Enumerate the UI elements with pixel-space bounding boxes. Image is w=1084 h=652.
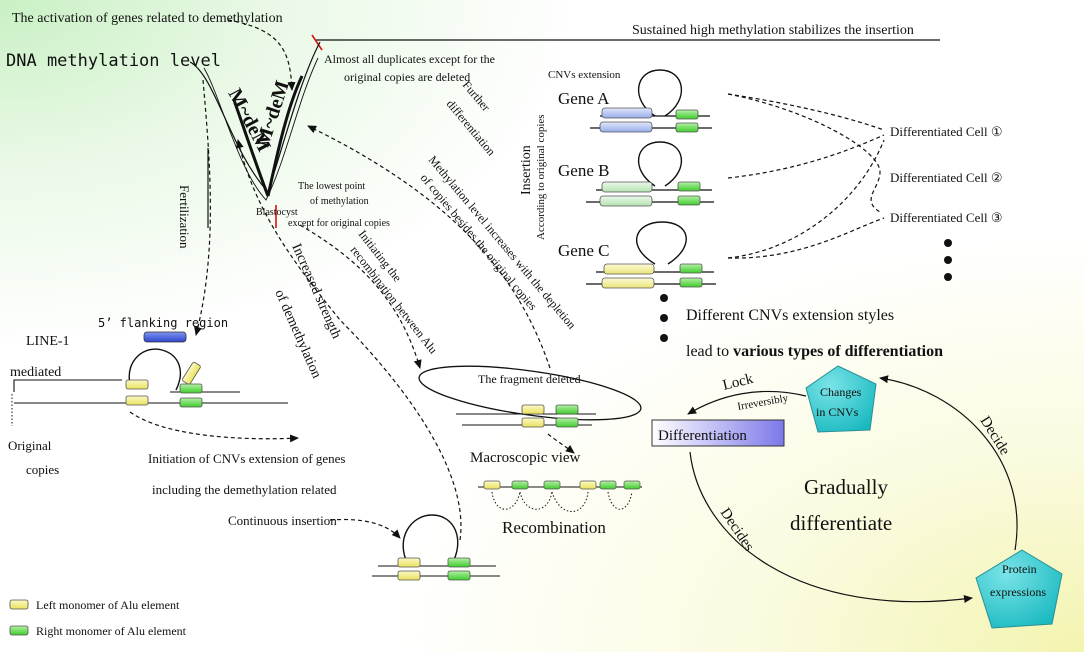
decides-arrow <box>689 451 973 603</box>
gene-b-label: Gene B <box>558 161 609 180</box>
gene-c-to-cell1 <box>727 139 885 259</box>
fragment-deleted-construct <box>418 365 642 428</box>
alu-right-block <box>179 397 203 408</box>
lock-arrow <box>687 390 807 415</box>
changes-in-cnvs-pentagon <box>805 365 877 433</box>
ellipsis-dot <box>660 294 668 302</box>
lowest-point-text-1: The lowest point <box>298 181 365 192</box>
gene-a-to-cell3 <box>727 93 881 213</box>
protein-label-1: Protein <box>1002 562 1037 576</box>
alu-left-block <box>125 395 149 406</box>
gene-b-to-cell1 <box>727 134 885 179</box>
increased-strength-arrow <box>235 139 462 541</box>
original-label: Original <box>8 438 52 453</box>
alu-left-block <box>125 379 149 390</box>
continuous-insertion-text: Continuous insertion <box>228 513 337 528</box>
decide-label: Decide <box>977 414 1013 459</box>
alu-right-block <box>179 383 203 394</box>
alu-left-block-tilted <box>182 361 201 385</box>
lead-to-text: lead to various types of differentiation <box>686 343 943 360</box>
macroscopic-view-label: Macroscopic view <box>470 450 581 466</box>
methylation-inner-curve <box>203 57 319 201</box>
gene-a-to-cell1 <box>727 93 885 131</box>
initiating-recombination-arrow <box>299 224 422 369</box>
changes-label-1: Changes <box>820 385 862 399</box>
gene-a-group: Gene A <box>558 69 712 133</box>
methylation-bold-right <box>266 75 304 197</box>
activation-arrow <box>227 19 296 91</box>
lowest-point-text-3: except for original copies <box>288 218 390 229</box>
line1-top-strand <box>13 379 122 392</box>
legend-left-text: Left monomer of Alu element <box>36 598 180 612</box>
gene-b-group: Gene B <box>558 141 714 207</box>
differentiated-cell-3: Differentiated Cell ③ <box>890 210 1003 225</box>
methylation-bold-left <box>232 99 270 197</box>
lock-label: Lock <box>721 371 755 394</box>
continuous-insertion-arrow <box>329 518 401 539</box>
protein-expressions-pentagon <box>975 549 1063 629</box>
lowest-point-text-2: of methylation <box>310 196 369 207</box>
differentiate-label: differentiate <box>790 511 892 535</box>
changes-label-2: in CNVs <box>816 405 859 419</box>
line1-label: LINE-1 <box>26 334 70 349</box>
irreversibly-label: Irreversibly <box>736 392 789 413</box>
almost-all-text-1: Almost all duplicates except for the <box>324 52 495 66</box>
different-styles-text: Different CNVs extension styles <box>686 307 894 324</box>
differentiated-cell-2: Differentiated Cell ② <box>890 170 1003 185</box>
methylation-increase-arrow <box>307 125 551 369</box>
differentiation-box-label: Differentiation <box>658 428 747 444</box>
recombination-label: Recombination <box>502 518 606 537</box>
ellipsis-dot <box>944 273 952 281</box>
legend-left-swatch <box>9 599 29 610</box>
initiation-arrow <box>129 411 299 443</box>
according-label: According to original copies <box>535 114 547 240</box>
legend-right-swatch <box>9 625 29 636</box>
ellipsis-dot <box>660 314 668 322</box>
fertilization-label: Fertilization <box>177 185 192 249</box>
blastocyst-label: Blastocyst <box>256 207 298 218</box>
macroscopic-arrow <box>547 433 575 454</box>
differentiation-box <box>651 419 785 447</box>
methylation-increase-text-1: Methylation level increases with the dep… <box>426 153 579 332</box>
red-mark-top <box>311 34 323 51</box>
initiating-text-2: recombination between Alu <box>348 243 441 356</box>
protein-label-2: expressions <box>990 585 1046 599</box>
initiation-text-1: Initiation of CNVs extension of genes <box>148 451 346 466</box>
decides-label: Decides <box>717 505 757 554</box>
copies-label: copies <box>26 462 59 477</box>
activation-text: The activation of genes related to demet… <box>12 11 283 26</box>
gradually-label: Gradually <box>804 475 888 499</box>
legend-right-text: Right monomer of Alu element <box>36 624 187 638</box>
flanking-region-label: 5’ flanking region <box>98 316 228 330</box>
gene-a-label: Gene A <box>558 89 610 108</box>
insertion-label: Insertion <box>519 145 534 195</box>
fragment-deleted-label: The fragment deleted <box>478 372 581 386</box>
line1-loop <box>128 348 181 391</box>
fertilization-arrow <box>194 79 211 336</box>
gene-c-group: Gene C <box>558 221 716 289</box>
ellipsis-dot <box>944 239 952 247</box>
flanking-region-block <box>143 331 187 343</box>
gene-c-to-cell3 <box>727 217 885 259</box>
sustained-text: Sustained high methylation stabilizes th… <box>632 23 914 38</box>
mediated-label: mediated <box>10 365 61 380</box>
ellipsis-dot <box>944 256 952 264</box>
gene-c-label: Gene C <box>558 241 609 260</box>
cnvs-extension-label: CNVs extension <box>548 69 621 81</box>
almost-all-text-2: original copies are deleted <box>344 70 470 84</box>
differentiated-cell-1: Differentiated Cell ① <box>890 124 1003 139</box>
initiation-text-2: including the demethylation related <box>152 482 337 497</box>
ellipsis-dot <box>660 334 668 342</box>
insertion-construct <box>372 514 500 581</box>
decide-arrow <box>879 375 1018 551</box>
dna-methylation-title: DNA methylation level <box>6 51 221 71</box>
recombination-strand <box>478 480 642 512</box>
